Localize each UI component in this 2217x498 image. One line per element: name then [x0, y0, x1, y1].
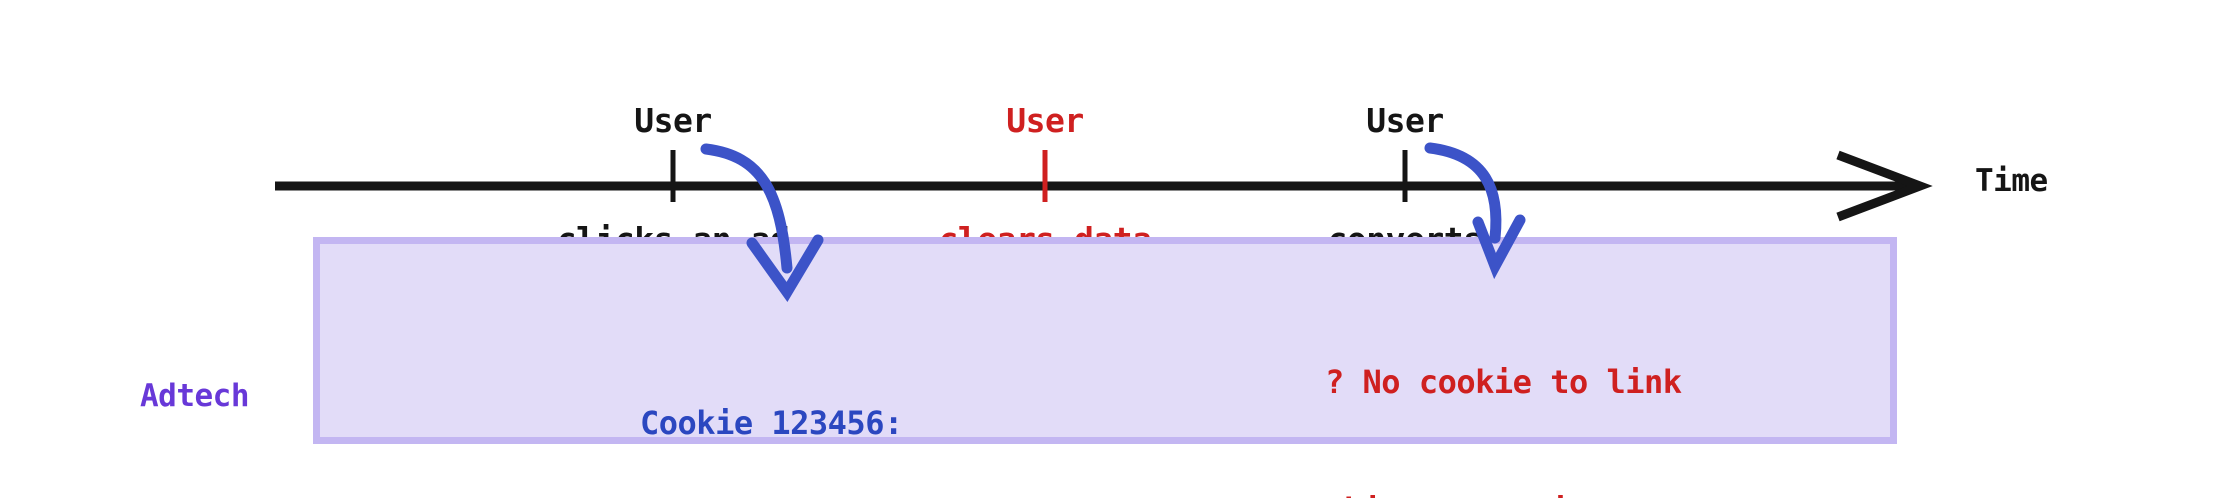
no-conversion-note: ? No cookie to link this conversion to ⇒…: [1325, 276, 1682, 498]
time-axis-caption: Time: [1975, 163, 2048, 199]
no-conversion-note-line1: ? No cookie to link: [1325, 363, 1682, 402]
event-label-clear-line1: User: [1006, 101, 1084, 141]
no-conversion-note-line2: this conversion to: [1325, 489, 1682, 498]
time-axis-arrowhead-icon: [1836, 150, 1933, 222]
event-label-click-line1: User: [634, 101, 712, 141]
cookie-logged-note: Cookie 123456: Ad clicked: [640, 320, 903, 498]
cookie-note-line1: Cookie 123456:: [640, 404, 903, 443]
adtech-server-label-line1: Adtech: [140, 377, 249, 414]
adtech-server-lane-box: [313, 237, 1897, 444]
adtech-server-label: Adtech server: [140, 294, 249, 498]
event-label-convert-line1: User: [1366, 101, 1444, 141]
